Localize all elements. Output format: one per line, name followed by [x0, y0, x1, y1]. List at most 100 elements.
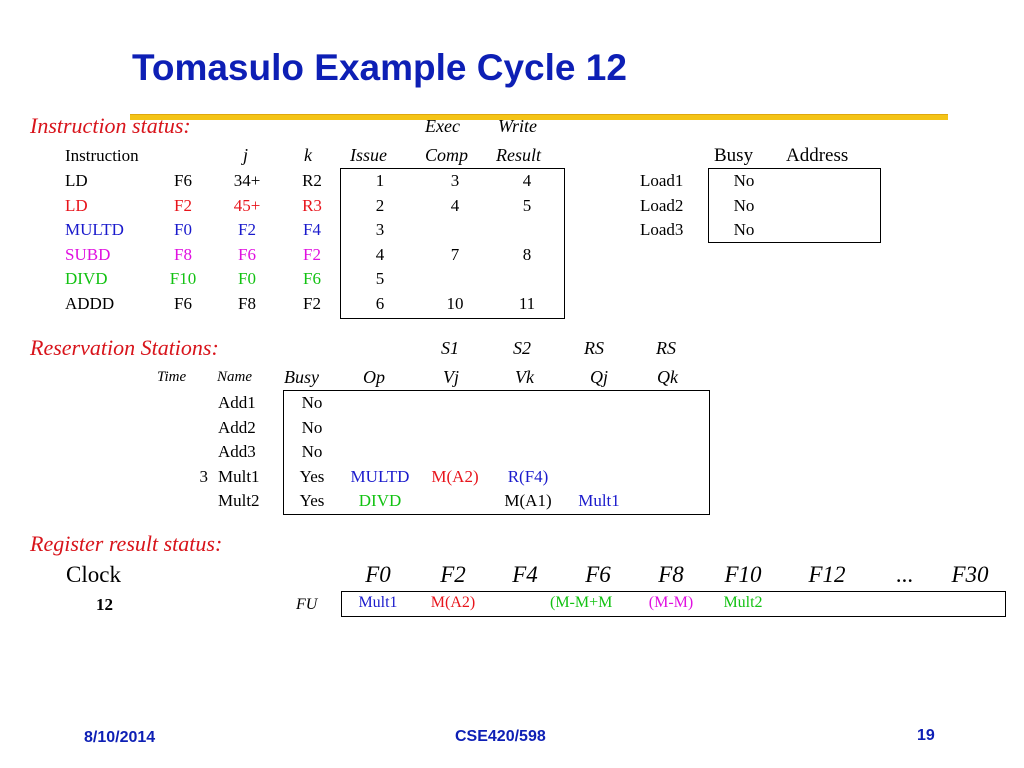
- register-header: F10: [724, 562, 762, 587]
- hdr-issue: Issue: [350, 145, 387, 165]
- instr-op-cell: MULTD: [65, 220, 124, 240]
- instr-k-cell: R2: [302, 171, 322, 190]
- register-header: F4: [512, 562, 538, 587]
- hdr-op: Op: [363, 367, 385, 387]
- instr-op-cell: LD: [65, 195, 88, 215]
- register-header: F2: [440, 562, 466, 587]
- instr-result-cell: 4: [522, 171, 532, 190]
- instr-op-cell: DIVD: [65, 269, 108, 289]
- instr-issue-cell: 2: [375, 195, 385, 215]
- register-header: F12: [808, 562, 846, 587]
- instr-k-cell: F2: [303, 244, 321, 264]
- rs-op: DIVD: [358, 491, 402, 510]
- fu-label: FU: [296, 596, 318, 613]
- load-buffer-name: Load3: [640, 220, 684, 240]
- hdr-k: k: [304, 145, 312, 165]
- rs-vj: M(A2): [431, 466, 479, 486]
- instr-k-cell: R3: [302, 195, 322, 215]
- instr-issue-cell: 4: [375, 244, 385, 264]
- rs-name: Mult1: [218, 466, 260, 486]
- hdr-busy: Busy: [714, 145, 754, 166]
- instr-comp-cell: 3: [450, 171, 460, 190]
- instr-issue-cell: 6: [375, 294, 385, 313]
- instr-j-cell: F0: [238, 269, 256, 289]
- slide-title: Tomasulo Example Cycle 12: [132, 47, 627, 88]
- instr-result-cell: 8: [522, 244, 532, 264]
- rs-busy: Yes: [299, 466, 325, 486]
- rs-op: MULTD: [350, 466, 410, 486]
- register-fu-cell: (M-M): [648, 594, 694, 611]
- hdr-s2: S2: [513, 338, 531, 358]
- load-buffer-name: Load1: [640, 171, 684, 190]
- hdr-write: Write: [498, 116, 537, 136]
- instr-j-cell: 34+: [233, 171, 261, 190]
- instr-op-cell: LD: [65, 171, 88, 190]
- reservation-stations-label: Reservation Stations:: [30, 335, 219, 360]
- register-fu-cell: (M-M+M: [550, 594, 613, 611]
- rs-busy: No: [301, 417, 323, 437]
- load-buffer-box: [708, 168, 881, 243]
- instruction-status-box: [340, 168, 565, 319]
- instr-k-cell: F4: [303, 220, 321, 240]
- rs-qj: Mult1: [578, 491, 620, 510]
- instr-result-cell: 5: [522, 195, 532, 215]
- hdr-instruction: Instruction: [65, 146, 139, 165]
- instr-j-cell: F2: [238, 220, 256, 240]
- footer-course: CSE420/598: [455, 728, 546, 745]
- hdr-rs-2: RS: [656, 338, 676, 358]
- instr-issue-cell: 1: [375, 171, 385, 190]
- rs-vk: R(F4): [507, 466, 549, 486]
- hdr-rs-busy: Busy: [284, 367, 319, 387]
- hdr-time: Time: [157, 369, 187, 385]
- rs-name: Mult2: [218, 491, 260, 510]
- rs-vk: M(A1): [504, 491, 552, 510]
- hdr-vk: Vk: [515, 367, 534, 387]
- rs-time: 3: [199, 466, 209, 486]
- rs-name: Add2: [218, 417, 256, 437]
- load-buffer-busy: No: [733, 220, 755, 240]
- register-result-status-label: Register result status:: [30, 531, 223, 556]
- instr-dest-cell: F6: [174, 171, 192, 190]
- hdr-address: Address: [786, 145, 849, 166]
- instr-k-cell: F6: [303, 269, 321, 289]
- load-buffer-busy: No: [733, 171, 755, 190]
- instr-issue-cell: 3: [375, 220, 385, 240]
- instr-comp-cell: 7: [450, 244, 460, 264]
- hdr-qk: Qk: [657, 367, 678, 387]
- register-header: ...: [896, 562, 914, 587]
- instr-dest-cell: F0: [174, 220, 192, 240]
- instr-dest-cell: F8: [174, 244, 192, 264]
- register-header: F0: [365, 562, 391, 587]
- footer-date: 8/10/2014: [84, 729, 156, 746]
- register-header: F8: [658, 562, 684, 587]
- instr-j-cell: F8: [238, 294, 256, 313]
- instr-j-cell: F6: [238, 244, 256, 264]
- hdr-qj: Qj: [590, 367, 608, 387]
- register-fu-box: [341, 591, 1006, 617]
- register-fu-cell: Mult2: [723, 594, 763, 611]
- clock-value: 12: [96, 595, 113, 614]
- footer-page-number: 19: [917, 727, 935, 744]
- instr-comp-cell: 10: [446, 294, 464, 313]
- instr-op-cell: SUBD: [65, 244, 111, 264]
- register-fu-cell: M(A2): [430, 594, 476, 611]
- instr-dest-cell: F6: [174, 294, 192, 313]
- register-header: F30: [951, 562, 989, 587]
- instr-issue-cell: 5: [375, 269, 385, 289]
- reservation-stations-box: [283, 390, 710, 515]
- rs-name: Add3: [218, 442, 256, 461]
- load-buffer-busy: No: [733, 195, 755, 215]
- title-underline: [130, 114, 948, 120]
- hdr-comp: Comp: [425, 145, 469, 165]
- hdr-result: Result: [496, 145, 541, 165]
- register-fu-cell: Mult1: [358, 594, 398, 611]
- hdr-j: j: [243, 145, 249, 165]
- instr-op-cell: ADDD: [65, 294, 115, 313]
- register-header: F6: [585, 562, 611, 587]
- hdr-exec: Exec: [425, 116, 460, 136]
- rs-name: Add1: [218, 393, 256, 412]
- instr-result-cell: 11: [518, 294, 536, 313]
- instr-j-cell: 45+: [233, 195, 261, 215]
- hdr-rs-1: RS: [584, 338, 604, 358]
- load-buffer-name: Load2: [640, 195, 684, 215]
